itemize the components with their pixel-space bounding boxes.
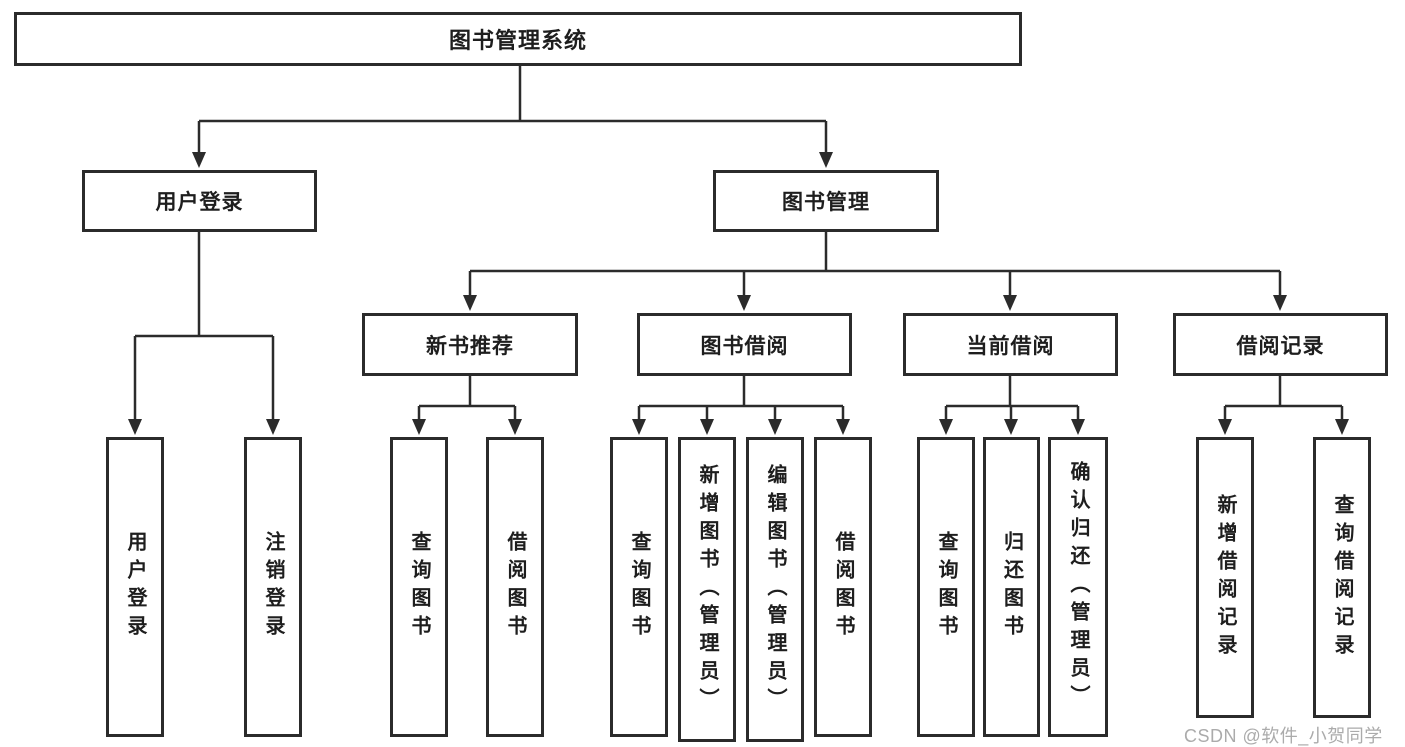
leaf-add-borrow-record-label: 新增借阅记录 <box>1214 493 1236 662</box>
leaf-query-borrow-record: 查询借阅记录 <box>1313 437 1371 718</box>
node-borrow-records-label: 借阅记录 <box>1236 334 1325 358</box>
leaf-add-book-admin: 新增图书（管理员） <box>678 437 736 742</box>
leaf-borrow-books-recommend-label: 借阅图书 <box>504 531 526 643</box>
connector-user-login-children <box>133 232 275 420</box>
leaf-borrow-books-recommend: 借阅图书 <box>486 437 544 737</box>
arrowhead <box>412 419 426 435</box>
arrowhead <box>1003 295 1017 311</box>
leaf-add-book-admin-label: 新增图书（管理员） <box>696 463 718 716</box>
connector-current-borrow-children <box>944 376 1080 420</box>
node-borrow-records: 借阅记录 <box>1173 313 1388 376</box>
node-book-borrow: 图书借阅 <box>637 313 852 376</box>
arrowhead <box>768 419 782 435</box>
node-current-borrow-label: 当前借阅 <box>966 334 1055 358</box>
leaf-logout: 注销登录 <box>244 437 302 737</box>
arrowhead <box>819 152 833 168</box>
leaf-return-books-label: 归还图书 <box>1000 531 1023 643</box>
arrowhead <box>1071 419 1085 435</box>
leaf-query-books-current: 查询图书 <box>917 437 975 737</box>
leaf-query-books-recommend: 查询图书 <box>390 437 448 737</box>
arrowhead <box>700 419 714 435</box>
leaf-user-login: 用户登录 <box>106 437 164 737</box>
csdn-watermark: CSDN @软件_小贺同学 <box>1184 726 1383 746</box>
leaf-query-books-recommend-label: 查询图书 <box>408 531 430 643</box>
arrowhead <box>192 152 206 168</box>
leaf-return-books: 归还图书 <box>983 437 1040 737</box>
leaf-borrow-books-label: 借阅图书 <box>832 531 854 643</box>
leaf-confirm-return-admin: 确认归还（管理员） <box>1048 437 1108 737</box>
arrowhead <box>1273 295 1287 311</box>
leaf-query-books-borrow-label: 查询图书 <box>628 531 650 643</box>
node-book-management-label: 图书管理 <box>782 191 870 214</box>
arrowhead <box>1218 419 1232 435</box>
connector-book-borrow-children <box>637 376 845 420</box>
leaf-add-borrow-record: 新增借阅记录 <box>1196 437 1254 718</box>
arrowhead <box>836 419 850 435</box>
connector-new-book-recommend-children <box>417 376 517 420</box>
leaf-edit-book-admin: 编辑图书（管理员） <box>746 437 804 742</box>
connector-root-to-level2 <box>197 66 828 153</box>
node-library-system: 图书管理系统 <box>14 12 1022 66</box>
node-new-book-recommend-label: 新书推荐 <box>426 334 514 358</box>
node-current-borrow: 当前借阅 <box>903 313 1118 376</box>
leaf-edit-book-admin-label: 编辑图书（管理员） <box>764 463 786 716</box>
leaf-user-login-label: 用户登录 <box>124 531 146 643</box>
connector-book-management-children <box>468 232 1282 296</box>
arrowhead <box>128 419 142 435</box>
node-new-book-recommend: 新书推荐 <box>362 313 578 376</box>
node-book-borrow-label: 图书借阅 <box>700 334 789 358</box>
node-book-management: 图书管理 <box>713 170 939 232</box>
node-user-login: 用户登录 <box>82 170 317 232</box>
leaf-logout-label: 注销登录 <box>262 531 284 643</box>
arrowhead <box>939 419 953 435</box>
arrowhead <box>632 419 646 435</box>
arrowhead <box>737 295 751 311</box>
leaf-borrow-books: 借阅图书 <box>814 437 872 737</box>
node-library-system-label: 图书管理系统 <box>448 28 587 53</box>
connector-borrow-records-children <box>1223 376 1344 420</box>
arrowhead <box>463 295 477 311</box>
arrowhead <box>1335 419 1349 435</box>
leaf-query-books-borrow: 查询图书 <box>610 437 668 737</box>
leaf-query-borrow-record-label: 查询借阅记录 <box>1331 493 1353 662</box>
arrowhead <box>266 419 280 435</box>
node-user-login-label: 用户登录 <box>155 191 244 214</box>
arrowhead <box>508 419 522 435</box>
arrowhead <box>1004 419 1018 435</box>
leaf-query-books-current-label: 查询图书 <box>935 531 957 643</box>
leaf-confirm-return-admin-label: 确认归还（管理员） <box>1067 461 1089 713</box>
